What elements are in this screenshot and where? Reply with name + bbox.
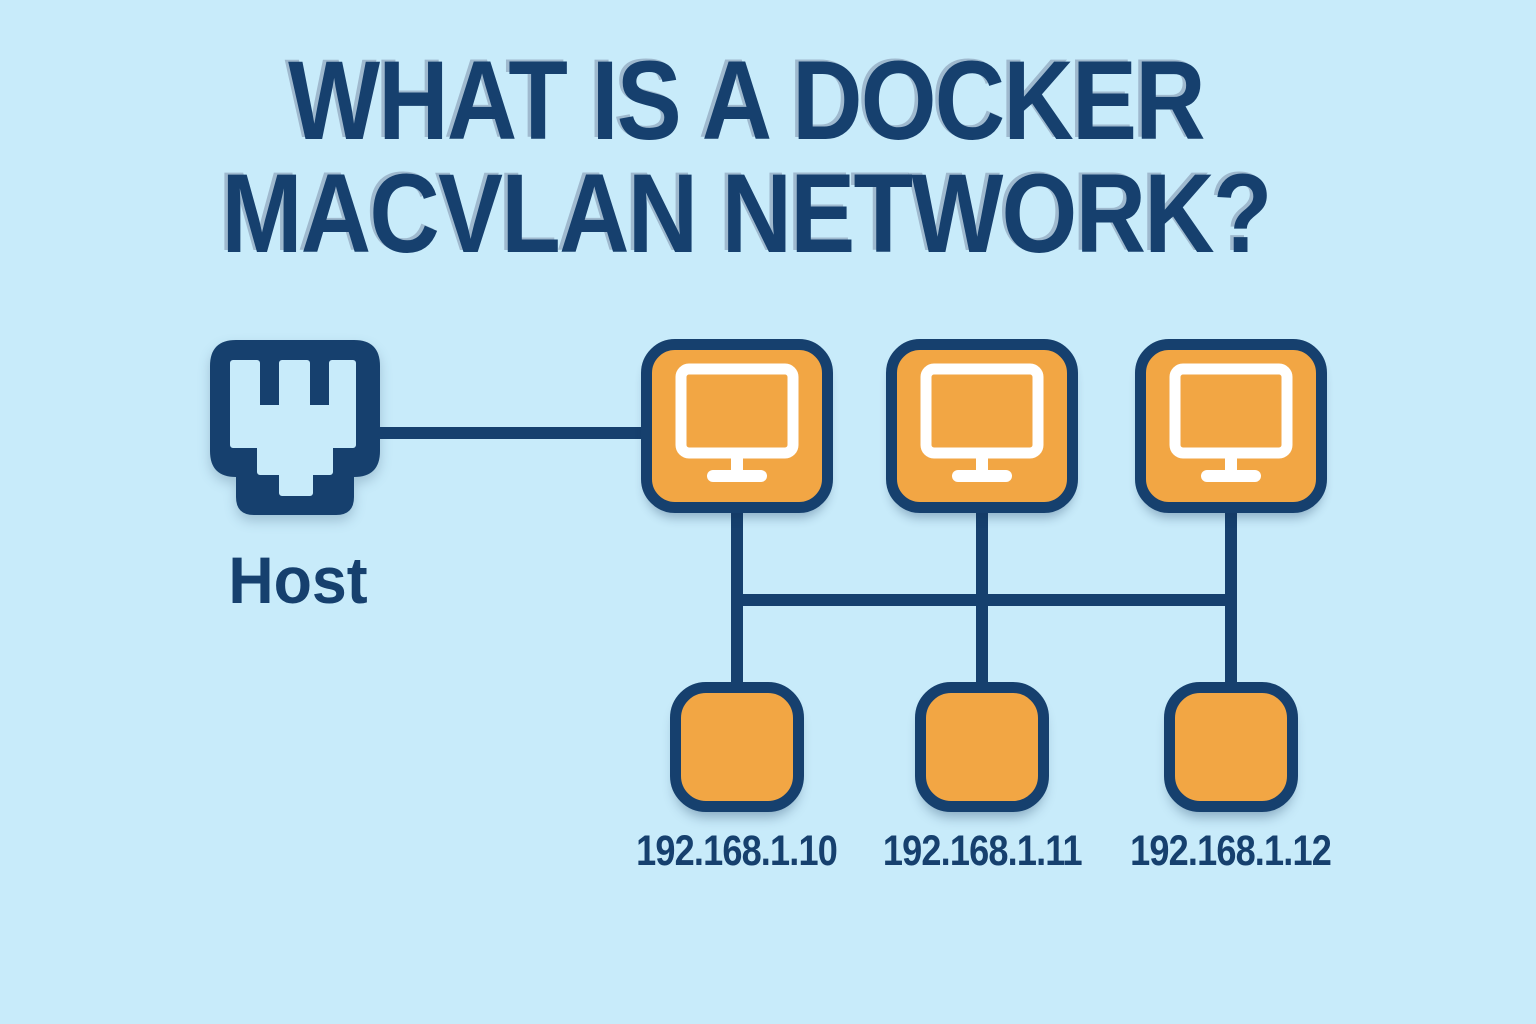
container-node-3 xyxy=(1135,339,1327,513)
monitor-icon xyxy=(920,363,1044,482)
ip-label-1: 192.168.1.10 xyxy=(636,827,839,875)
connector-host-to-container1 xyxy=(377,427,643,439)
macvlan-endpoint-2 xyxy=(915,682,1049,812)
title-line-1: WHAT IS A DOCKER xyxy=(288,38,1206,163)
monitor-icon xyxy=(675,363,799,482)
title-line-2: MACVLAN NETWORK? xyxy=(221,151,1272,276)
macvlan-endpoint-1 xyxy=(670,682,804,812)
connector-network-bus xyxy=(731,594,1237,606)
ip-label-3: 192.168.1.12 xyxy=(1130,827,1333,875)
ip-label-2: 192.168.1.11 xyxy=(882,827,1083,875)
container-node-1 xyxy=(641,339,833,513)
host-label: Host xyxy=(228,543,368,617)
page-title: WHAT IS A DOCKER MACVLAN NETWORK? xyxy=(0,44,1514,270)
monitor-icon xyxy=(1169,363,1293,482)
container-node-2 xyxy=(886,339,1078,513)
macvlan-endpoint-3 xyxy=(1164,682,1298,812)
ethernet-port-icon xyxy=(210,340,380,515)
